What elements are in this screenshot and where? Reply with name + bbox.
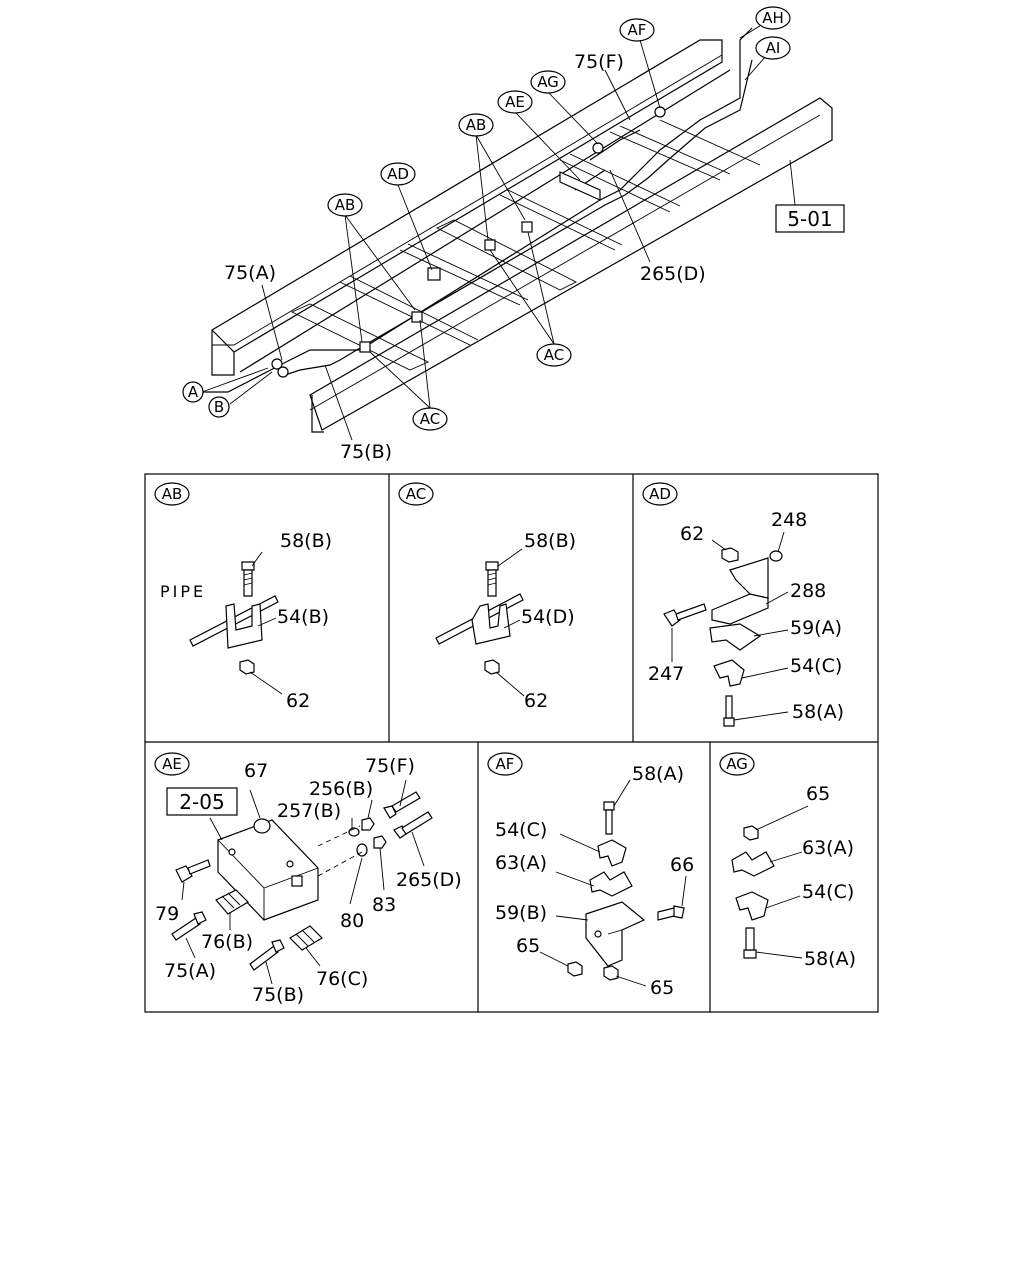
svg-text:59(A): 59(A) (790, 617, 842, 639)
svg-text:54(C): 54(C) (802, 881, 854, 903)
svg-text:248: 248 (771, 509, 807, 531)
svg-text:75(A): 75(A) (164, 960, 216, 982)
svg-text:54(D): 54(D) (521, 606, 575, 628)
svg-text:247: 247 (648, 663, 684, 685)
svg-text:54(B): 54(B) (277, 606, 329, 628)
svg-text:B: B (214, 398, 224, 416)
overview-leaders (201, 17, 796, 441)
detail-AF: AF 58(A) 54(C) 63(A) 66 59(B) 65 65 (487, 752, 694, 999)
svg-text:257(B): 257(B) (277, 800, 341, 822)
svg-text:79: 79 (155, 903, 179, 925)
label-265D: 265(D) (640, 263, 706, 285)
overview-labels: 75(F) 75(A) 75(B) 265(D) 5-01 (224, 51, 845, 463)
svg-text:AF: AF (628, 21, 647, 39)
svg-text:63(A): 63(A) (495, 852, 547, 874)
svg-text:A: A (188, 383, 199, 401)
detail-AC-title: AC (406, 485, 426, 503)
svg-text:62: 62 (524, 690, 548, 712)
detail-AD-title: AD (649, 485, 671, 503)
ref-box-5-01: 5-01 (775, 204, 845, 233)
chassis-frame (211, 39, 833, 433)
svg-text:288: 288 (790, 580, 826, 602)
svg-text:66: 66 (670, 854, 694, 876)
detail-AE-title: AE (162, 755, 182, 773)
svg-text:65: 65 (516, 935, 540, 957)
svg-text:AG: AG (537, 73, 559, 91)
overview-fittings (271, 106, 666, 378)
svg-text:PIPE: PIPE (160, 582, 206, 601)
callout-AB-lower: AB (327, 193, 363, 217)
svg-text:65: 65 (806, 783, 830, 805)
detail-AC: AC 58(B) 54(D) 62 (398, 482, 576, 712)
svg-text:54(C): 54(C) (495, 819, 547, 841)
overview-callouts: AH AI AF AG AE AB AD AB (182, 6, 791, 431)
svg-text:62: 62 (680, 523, 704, 545)
svg-text:58(B): 58(B) (280, 530, 332, 552)
detail-AG: AG 65 63(A) 54(C) 58(A) (719, 752, 856, 970)
svg-text:256(B): 256(B) (309, 778, 373, 800)
callout-B: B (208, 396, 230, 418)
svg-text:58(A): 58(A) (804, 948, 856, 970)
svg-text:AI: AI (766, 39, 781, 57)
callout-AH: AH (755, 6, 791, 30)
svg-text:75(B): 75(B) (252, 984, 304, 1006)
svg-text:58(A): 58(A) (792, 701, 844, 723)
detail-AD: AD 62 248 288 59(A) 54(C) 247 58(A) (642, 482, 844, 727)
svg-text:AC: AC (420, 410, 440, 428)
detail-AB-title: AB (162, 485, 183, 503)
callout-AI: AI (755, 36, 791, 60)
callout-A: A (182, 381, 204, 403)
svg-text:67: 67 (244, 760, 268, 782)
callout-AG: AG (530, 70, 566, 94)
detail-AB: AB 58(B) PIPE 54(B) 62 (154, 482, 332, 712)
svg-text:AD: AD (387, 165, 409, 183)
svg-text:59(B): 59(B) (495, 902, 547, 924)
callout-AF: AF (619, 18, 655, 42)
detail-AG-title: AG (726, 755, 748, 773)
label-75F: 75(F) (574, 51, 624, 73)
svg-text:265(D): 265(D) (396, 869, 462, 891)
svg-text:54(C): 54(C) (790, 655, 842, 677)
svg-text:62: 62 (286, 690, 310, 712)
svg-text:76(C): 76(C) (316, 968, 368, 990)
detail-AF-title: AF (496, 755, 515, 773)
svg-text:58(B): 58(B) (524, 530, 576, 552)
svg-text:2-05: 2-05 (179, 790, 224, 814)
svg-text:AB: AB (335, 196, 356, 214)
label-75B: 75(B) (340, 441, 392, 463)
svg-text:5-01: 5-01 (787, 207, 832, 231)
svg-text:58(A): 58(A) (632, 763, 684, 785)
svg-text:AH: AH (762, 9, 784, 27)
callout-AB-upper: AB (458, 113, 494, 137)
callout-AE: AE (497, 90, 533, 114)
svg-text:AE: AE (505, 93, 525, 111)
brake-pipes (186, 27, 753, 393)
svg-text:80: 80 (340, 910, 364, 932)
callout-AC-bottom: AC (412, 407, 448, 431)
svg-text:63(A): 63(A) (802, 837, 854, 859)
svg-text:75(F): 75(F) (365, 755, 415, 777)
svg-text:76(B): 76(B) (201, 931, 253, 953)
svg-text:AB: AB (466, 116, 487, 134)
ref-box-2-05: 2-05 (166, 787, 238, 816)
callout-AD: AD (380, 162, 416, 186)
callout-AC-right: AC (536, 343, 572, 367)
detail-AE: AE 2-05 (154, 752, 462, 1006)
svg-text:83: 83 (372, 894, 396, 916)
detail-grid (144, 473, 879, 1013)
svg-text:65: 65 (650, 977, 674, 999)
svg-text:AC: AC (544, 346, 564, 364)
label-75A: 75(A) (224, 262, 276, 284)
